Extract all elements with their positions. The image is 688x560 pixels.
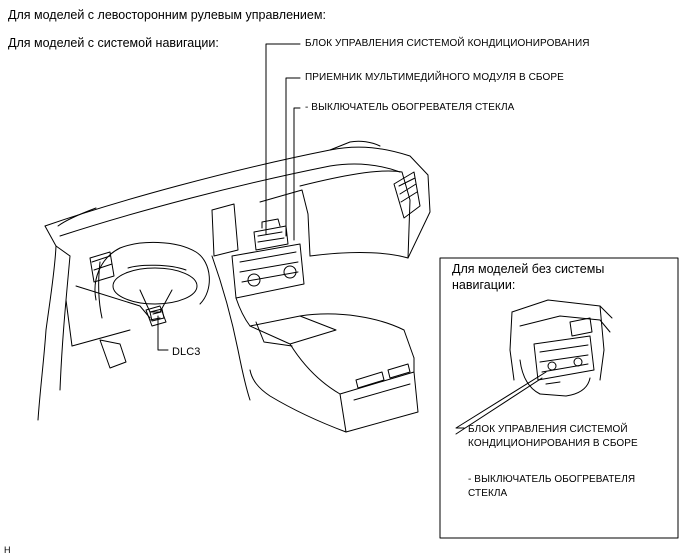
dlc3-connector xyxy=(149,308,165,322)
right-vent xyxy=(393,171,421,219)
figure-code: H xyxy=(4,545,11,555)
defogger-switch-nav-label: - ВЫКЛЮЧАТЕЛЬ ОБОГРЕВАТЕЛЯ СТЕКЛА xyxy=(305,102,515,113)
inset-defogger-label: - ВЫКЛЮЧАТЕЛЬ ОБОГРЕВАТЕЛЯ СТЕКЛА xyxy=(468,474,636,499)
center-stack xyxy=(211,203,305,299)
inset-center-stack xyxy=(509,299,613,397)
inset-frame xyxy=(439,257,679,539)
multimedia-receiver-label: ПРИЕМНИК МУЛЬТИМЕДИЙНОГО МОДУЛЯ В СБОРЕ xyxy=(305,72,564,83)
inset-ac-assembly-label: БЛОК УПРАВЛЕНИЯ СИСТЕМОЙ КОНДИЦИОНИРОВАН… xyxy=(468,424,638,449)
inset-title: Для моделей без системы навигации: xyxy=(452,262,605,292)
ac-control-unit-label: БЛОК УПРАВЛЕНИЯ СИСТЕМОЙ КОНДИЦИОНИРОВАН… xyxy=(305,38,590,49)
nav-heading: Для моделей с системой навигации: xyxy=(8,36,219,50)
center-console xyxy=(211,255,419,433)
dashboard-outline xyxy=(37,140,431,421)
leader-lines-main xyxy=(157,43,301,351)
lhd-heading: Для моделей с левосторонним рулевым упра… xyxy=(8,8,326,22)
steering-wheel xyxy=(89,241,210,319)
leader-lines-inset xyxy=(455,371,547,435)
lower-dash xyxy=(65,285,167,369)
dlc3-label: DLC3 xyxy=(172,346,201,358)
